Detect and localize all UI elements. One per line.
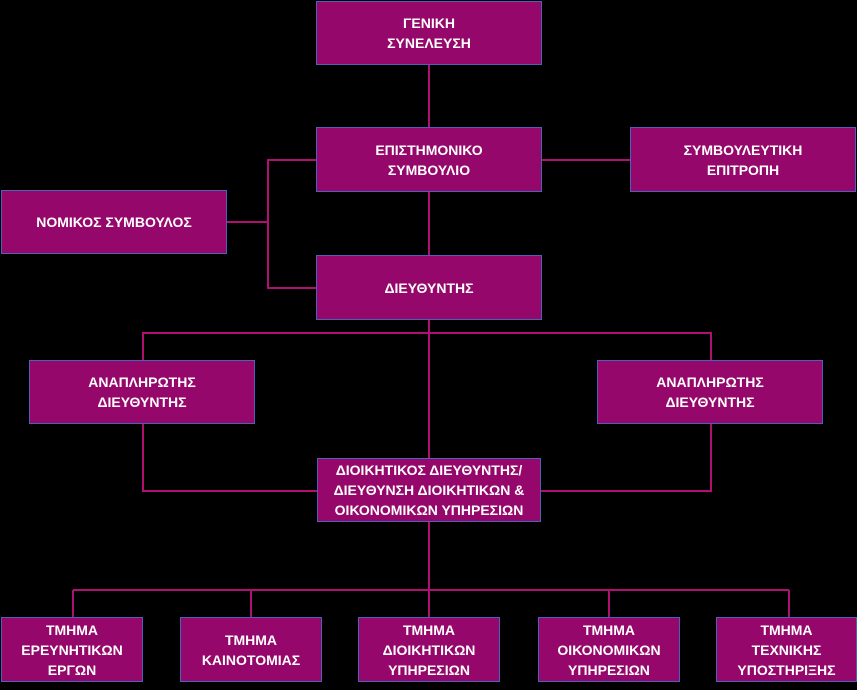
dept-innovation-line-2: ΚΑΙΝΟΤΟΜΙΑΣ (201, 651, 301, 668)
deputy-director-right-box[interactable]: ΑΝΑΠΛΗΡΩΤΗΣ ΔΙΕΥΘΥΝΤΗΣ (597, 360, 823, 424)
administrative-director-line-1: ΔΙΟΙΚΗΤΙΚΟΣ ΔΙΕΥΘΥΝΤΗΣ/ (335, 462, 523, 478)
connector-deputies-bar (142, 332, 712, 361)
dept-innovation-line-1: ΤΜΗΜΑ (224, 631, 278, 648)
legal-advisor-box[interactable]: ΝΟΜΙΚΟΣ ΣΥΜΒΟΥΛΟΣ (1, 190, 227, 254)
dept-research-projects-box[interactable]: ΤΜΗΜΑ ΕΡΕΥΝΗΤΙΚΩΝ ΕΡΓΩΝ (1, 617, 143, 682)
administrative-director-line-3: ΟΙΚΟΝΟΜΙΚΩΝ ΥΠΗΡΕΣΙΩΝ (334, 502, 524, 518)
dept-financial-services-line-2: ΟΙΚΟΝΟΜΙΚΩΝ (557, 641, 661, 658)
deputy-director-right-line-1: ΑΝΑΠΛΗΡΩΤΗΣ (656, 374, 764, 390)
connector-deputy-left-admin (142, 424, 318, 492)
dept-administrative-services-line-2: ΔΙΟΙΚΗΤΙΚΩΝ (382, 641, 476, 658)
scientific-council-line-1: ΕΠΙΣΤΗΜΟΝΙΚΟ (375, 141, 483, 158)
dept-financial-services-box[interactable]: ΤΜΗΜΑ ΟΙΚΟΝΟΜΙΚΩΝ ΥΠΗΡΕΣΙΩΝ (538, 617, 680, 682)
dept-innovation-box[interactable]: ΤΜΗΜΑ ΚΑΙΝΟΤΟΜΙΑΣ (180, 617, 322, 682)
dept-research-projects-line-2: ΕΡΕΥΝΗΤΙΚΩΝ (21, 641, 123, 658)
dept-financial-services-line-1: ΤΜΗΜΑ (582, 621, 636, 638)
general-assembly-line-1: ΓΕΝΙΚΗ (403, 15, 455, 31)
general-assembly-box[interactable]: ΓΕΝΙΚΗ ΣΥΝΕΛΕΥΣΗ (316, 1, 542, 65)
advisory-committee-line-2: ΕΠΙΤΡΟΠΗ (706, 161, 780, 178)
connector-council-legal-director (267, 159, 316, 289)
scientific-council-line-2: ΣΥΜΒΟΥΛΙΟ (387, 161, 471, 178)
advisory-committee-line-1: ΣΥΜΒΟΥΛΕΥΤΙΚΗ (683, 141, 803, 158)
dept-technical-support-line-2: ΤΕΧΝΙΚΗΣ (751, 641, 822, 658)
scientific-council-box[interactable]: ΕΠΙΣΤΗΜΟΝΙΚΟ ΣΥΜΒΟΥΛΙΟ (316, 127, 542, 192)
dept-research-projects-line-1: ΤΜΗΜΑ (45, 621, 99, 638)
advisory-committee-box[interactable]: ΣΥΜΒΟΥΛΕΥΤΙΚΗ ΕΠΙΤΡΟΠΗ (630, 127, 856, 192)
deputy-director-left-line-1: ΑΝΑΠΛΗΡΩΤΗΣ (88, 374, 196, 390)
dept-administrative-services-line-3: ΥΠΗΡΕΣΙΩΝ (388, 661, 470, 678)
dept-administrative-services-box[interactable]: ΤΜΗΜΑ ΔΙΟΙΚΗΤΙΚΩΝ ΥΠΗΡΕΣΙΩΝ (358, 617, 500, 682)
administrative-director-line-2: ΔΙΕΥΘΥΝΣΗ ΔΙΟΙΚΗΤΙΚΩΝ & (333, 482, 525, 498)
connector-deputy-right-admin (541, 424, 712, 492)
dept-financial-services-line-3: ΥΠΗΡΕΣΙΩΝ (568, 661, 650, 678)
legal-advisor-line-1: ΝΟΜΙΚΟΣ ΣΥΜΒΟΥΛΟΣ (36, 214, 192, 230)
general-assembly-line-2: ΣΥΝΕΛΕΥΣΗ (387, 35, 471, 51)
deputy-director-left-box[interactable]: ΑΝΑΠΛΗΡΩΤΗΣ ΔΙΕΥΘΥΝΤΗΣ (29, 360, 255, 424)
dept-research-projects-line-3: ΕΡΓΩΝ (47, 661, 97, 678)
administrative-director-box[interactable]: ΔΙΟΙΚΗΤΙΚΟΣ ΔΙΕΥΘΥΝΤΗΣ/ ΔΙΕΥΘΥΝΣΗ ΔΙΟΙΚΗ… (317, 458, 541, 522)
deputy-director-left-line-2: ΔΙΕΥΘΥΝΤΗΣ (97, 394, 187, 410)
dept-technical-support-line-3: ΥΠΟΣΤΗΡΙΞΗΣ (737, 661, 836, 678)
dept-technical-support-box[interactable]: ΤΜΗΜΑ ΤΕΧΝΙΚΗΣ ΥΠΟΣΤΗΡΙΞΗΣ (716, 617, 857, 682)
deputy-director-right-line-2: ΔΙΕΥΘΥΝΤΗΣ (665, 394, 755, 410)
director-box[interactable]: ΔΙΕΥΘΥΝΤΗΣ (316, 255, 542, 320)
dept-administrative-services-line-1: ΤΜΗΜΑ (402, 621, 456, 638)
director-line-1: ΔΙΕΥΘΥΝΤΗΣ (384, 279, 474, 296)
dept-technical-support-line-1: ΤΜΗΜΑ (760, 621, 813, 638)
